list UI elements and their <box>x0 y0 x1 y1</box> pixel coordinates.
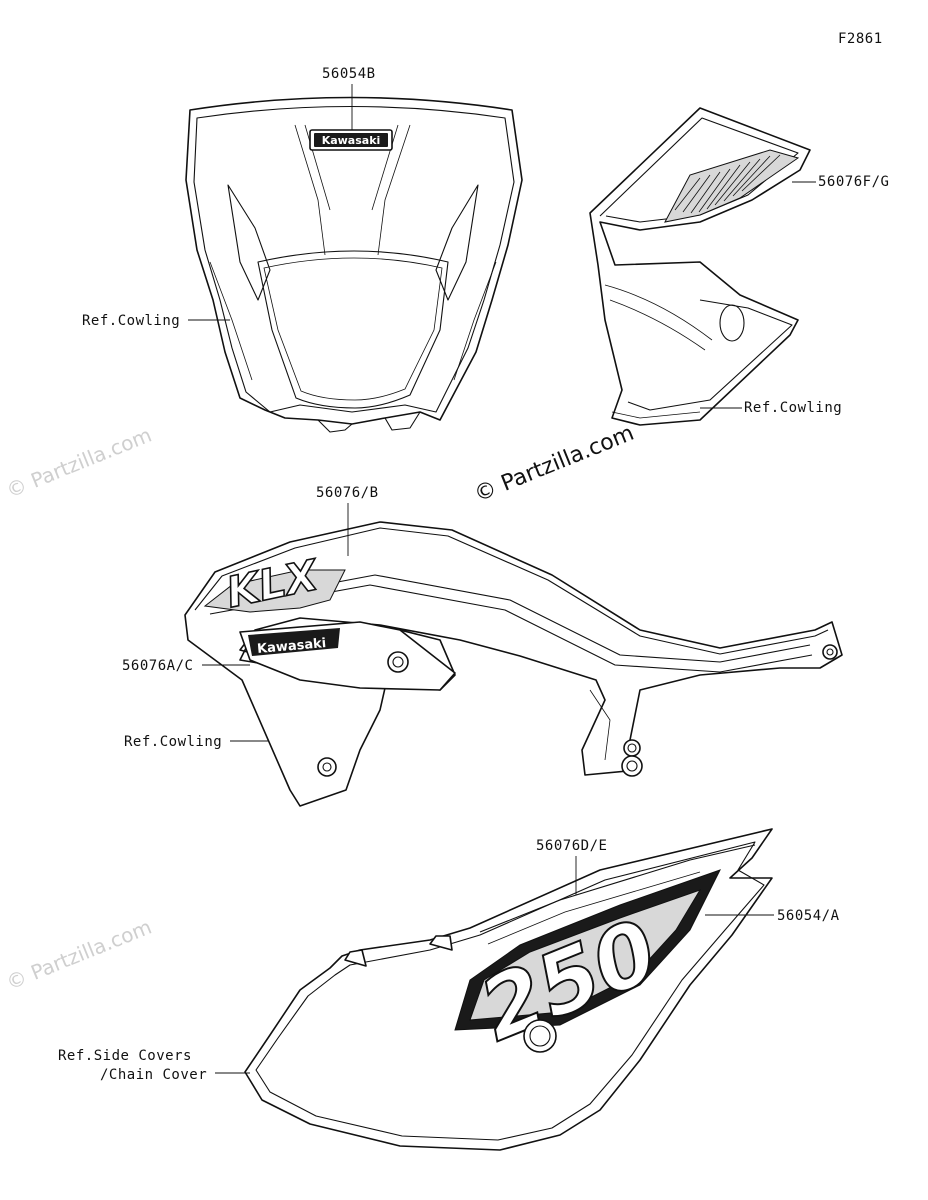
callout-tank-part-side: 56076A/C <box>122 658 193 674</box>
watermark-main: © Partzilla.com <box>471 421 638 508</box>
callout-side-ref-line1: Ref.Side Covers <box>58 1048 192 1064</box>
callout-shroud-part: 56076F/G <box>818 174 889 190</box>
headlight-brand-decal: Kawasaki <box>322 134 381 147</box>
tank-brand-decal: Kawasaki <box>257 636 327 657</box>
radiator-shroud <box>589 107 811 426</box>
callout-side-ref-line2: /Chain Cover <box>100 1067 207 1083</box>
shroud-stripes <box>674 154 781 214</box>
callout-tank-ref: Ref.Cowling <box>124 734 222 750</box>
callout-tank-part: 56076/B <box>316 485 379 501</box>
callout-shroud-ref: Ref.Cowling <box>744 400 842 416</box>
side-cover: 250 <box>244 828 773 1151</box>
headlight-cowl: Kawasaki <box>185 96 523 433</box>
callout-headlight-ref: Ref.Cowling <box>82 313 180 329</box>
watermark-left-bottom: © Partzilla.com <box>3 915 155 995</box>
callout-side-part-right: 56054/A <box>777 908 840 924</box>
callout-headlight-part: 56054B <box>322 66 376 82</box>
callout-side-part-top: 56076D/E <box>536 838 607 854</box>
tank-shroud: KLX Kawasaki <box>184 521 843 807</box>
figure-code: F2861 <box>838 31 883 47</box>
watermark-left-top: © Partzilla.com <box>3 423 155 503</box>
